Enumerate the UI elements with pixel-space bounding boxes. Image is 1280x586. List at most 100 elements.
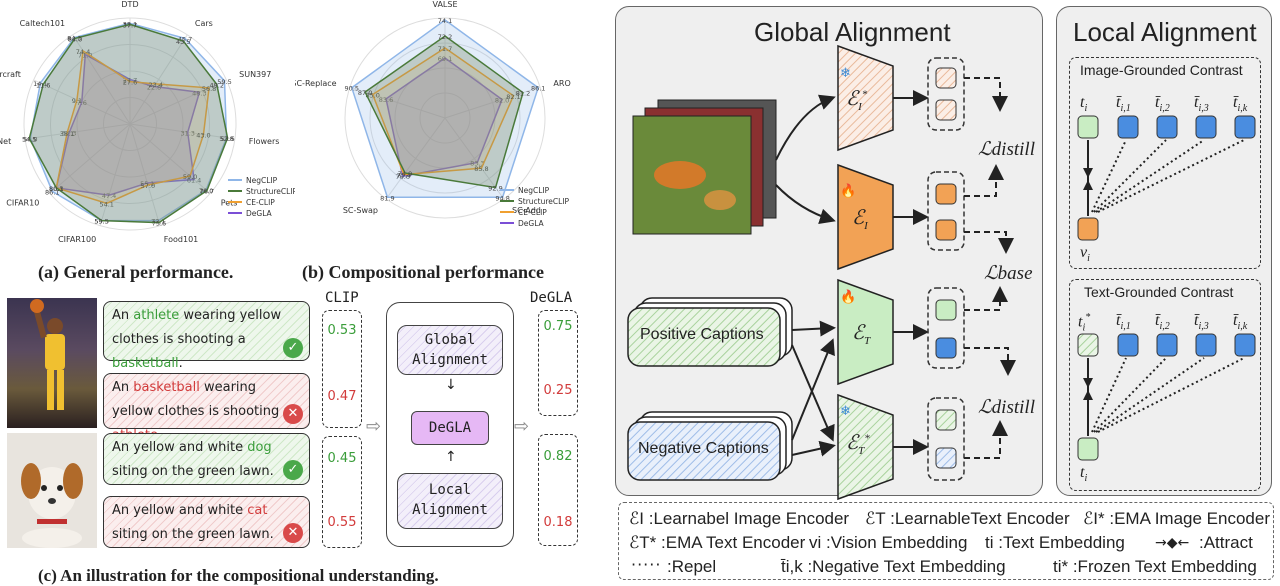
radar-value-label: 80.3	[49, 185, 63, 193]
image-grounded-title: Image-Grounded Contrast	[1080, 62, 1243, 78]
radar-value-label: 75.4	[397, 172, 411, 180]
radar-axis-label: SC-Swap	[343, 206, 378, 215]
fire-icon: 🔥	[840, 184, 857, 199]
caption-text: An yellow and white	[112, 440, 248, 455]
radar-series-0	[350, 19, 540, 199]
radar-spoke	[444, 86, 541, 119]
legend-label: DeGLA	[518, 219, 545, 228]
legend-label: CE-CLIP	[246, 198, 275, 207]
arrow-right-icon: ⇨	[514, 416, 530, 437]
radar-axis-label: SC-Add	[512, 206, 541, 215]
radar-value-label: 80.1	[49, 185, 63, 193]
ema-image-encoder-label: ℰI*	[846, 88, 868, 113]
radar-value-label: 31.3	[180, 129, 194, 137]
radar-value-label: 23.4	[149, 81, 163, 89]
radar-axis-label: ARO	[553, 79, 570, 88]
degla-score: 0.25	[543, 383, 573, 398]
degla-score: 0.75	[543, 319, 573, 334]
radar-value-label: 94.8	[495, 194, 509, 202]
radar-value-label: 72.2	[438, 33, 452, 41]
radar-value-label: 55.1	[140, 180, 154, 188]
radar-value-label: 74.4	[76, 48, 90, 56]
degla-score: 0.82	[543, 449, 573, 464]
radar-value-label: 27.6	[123, 79, 137, 87]
radar-value-label: 49.2	[210, 81, 224, 89]
symbol-legend: ℰI :Learnabel Image Encoder ℰT :Learnabl…	[618, 502, 1274, 580]
radar-value-label: 86.1	[45, 188, 59, 196]
ti-star-label: ti*	[1078, 312, 1091, 334]
radar-spoke	[129, 123, 211, 194]
degla-center-box: DeGLA	[411, 411, 489, 445]
radar-value-label: 83.3	[470, 159, 484, 167]
radar-axis-label: SUN397	[239, 70, 271, 79]
radar-value-label: 27.7	[123, 76, 137, 84]
radar-value-label: 92.9	[488, 185, 502, 193]
degla-framework-box: Global Alignment ↓ DeGLA ↑ Local Alignme…	[386, 302, 514, 547]
radar-value-label: 85.8	[474, 165, 488, 173]
radar-value-label: 57.0	[141, 182, 155, 190]
clip-score-column-bottom: 0.45 0.55	[322, 436, 362, 548]
radar-axis-label: CIFAR10	[6, 199, 39, 208]
caption-highlight: cat	[247, 503, 268, 518]
legend-ti-star: ti* :Frozen Text Embedding	[1053, 557, 1257, 576]
ti-label: ti	[1080, 94, 1088, 115]
global-alignment-title: Global Alignment	[754, 17, 951, 47]
radar-value-label: 37.3	[62, 130, 76, 138]
tbar-i1-label: t̄i,1	[1116, 94, 1131, 115]
caption-highlight: dog	[247, 440, 272, 455]
clip-score: 0.45	[327, 451, 357, 466]
radar-axis-label: Aircraft	[0, 70, 21, 79]
radar-value-label: 59.5	[217, 78, 231, 86]
radar-axis-label: Flowers	[249, 137, 280, 146]
radar-value-label: 38.1	[60, 130, 74, 138]
radar-series-0	[29, 22, 228, 222]
radar-axis-label: Cars	[195, 19, 213, 28]
radar-value-label: 76.6	[395, 173, 409, 181]
legend-et-star: ℰT* :EMA Text Encoder	[629, 533, 806, 552]
degla-label: DeGLA	[530, 290, 573, 306]
radar-series-1	[28, 23, 229, 224]
legend-label: StructureCLIP	[246, 187, 295, 196]
general-caption: (a) General performance.	[38, 262, 234, 282]
radar-value-label: 69.1	[438, 55, 452, 63]
radar-value-label: 82.1	[506, 93, 520, 101]
legend-attract: :Attract	[1199, 533, 1253, 552]
radar-spoke	[25, 123, 131, 140]
caption-text: wearing yellow clothes is shooting a	[112, 380, 292, 419]
radar-value-label: 90.5	[345, 85, 359, 93]
legend-vi: vi :Vision Embedding	[809, 533, 968, 552]
radar-spoke	[99, 123, 131, 226]
radar-spoke	[129, 123, 161, 226]
illustration-panel: An athlete wearing yellow clothes is sho…	[0, 288, 600, 585]
radar-value-label: 71.7	[438, 45, 452, 53]
global-alignment-box: Global Alignment	[397, 325, 503, 375]
radar-value-label: 72.1	[151, 218, 165, 226]
radar-value-label: 76.7	[200, 188, 214, 196]
legend-et: ℰT :LearnableText Encoder	[865, 509, 1070, 528]
caption-box-2: An basketball wearing yellow clothes is …	[103, 373, 310, 443]
arrow-down-icon: ↓	[445, 377, 457, 393]
radar-axis-label: Pets	[221, 199, 238, 208]
caption-box-1: An athlete wearing yellow clothes is sho…	[103, 301, 310, 371]
caption-highlight: basketball	[112, 356, 179, 371]
caption-box-4: An yellow and white cat siting on the gr…	[103, 496, 310, 548]
degla-score-column-bottom: 0.82 0.18	[538, 434, 578, 546]
legend-repel: :Repel	[667, 557, 717, 576]
radar-axis-label: VALSE	[432, 0, 457, 9]
positive-captions-label: Positive Captions	[640, 326, 764, 343]
radar-axis-label: Caltech101	[20, 19, 66, 28]
radar-value-label: 74.9	[398, 170, 412, 178]
tbar-i3-label: t̄i,3	[1194, 312, 1209, 333]
caption-text: wearing yellow clothes is shooting a	[112, 308, 282, 347]
radar-spoke	[129, 123, 235, 140]
radar-value-label: 54.5	[22, 135, 36, 143]
legend-ti: ti :Text Embedding	[985, 533, 1125, 552]
arrow-up-icon: ↑	[445, 449, 457, 465]
radar-series-1	[364, 35, 524, 189]
local-alignment-box: Local Alignment	[397, 473, 503, 529]
radar-series-3	[385, 57, 503, 178]
radar-value-label: 87.0	[358, 89, 372, 97]
tbar-ik-label: t̄i,k	[1233, 312, 1248, 333]
text-grounded-box: Text-Grounded Contrast	[1069, 279, 1261, 491]
